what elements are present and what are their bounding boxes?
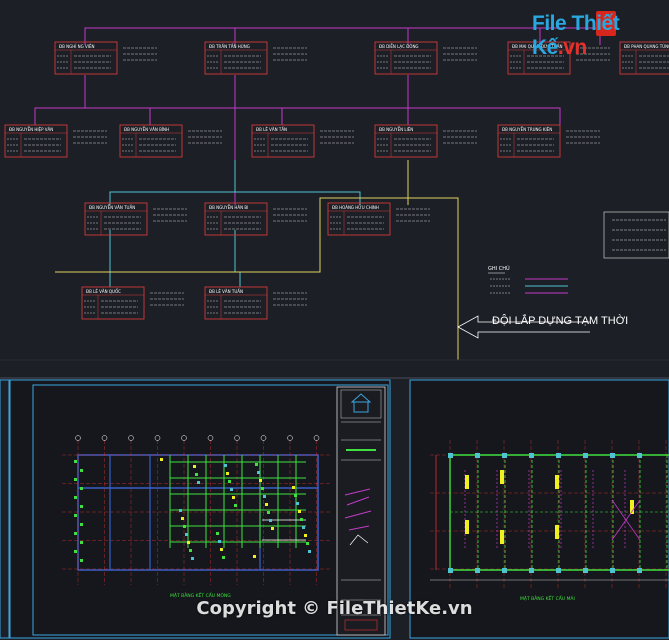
org-box-label: ĐB PHAN QUANG TÙNG [624,44,669,49]
org-box: ĐB NGUYỄN HIỆP VĂN [4,124,107,158]
org-chart-boxes: ĐB NGHỈ NG VIÊN ĐB TRẦN TẤN HÙNG ĐB DIỄN L… [4,41,669,320]
org-box-label: ĐB HOÀNG HỮU CHINH [332,205,379,210]
legend-panel [603,211,669,259]
org-box-label: ĐB LÊ VĂN QUỐC [86,289,121,294]
title-arrow [457,315,590,339]
org-box: ĐB NGHỈ NG VIÊN [54,41,157,75]
right-sheet-caption: MẶT BẰNG KẾT CẤU MÁI [520,594,575,602]
org-box: ĐB NGUYỄN VĂN BÌNH [119,124,222,158]
org-box: ĐB LÊ VĂN QUỐC [81,286,184,320]
org-box: ĐB PHAN QUANG TÙNG [619,41,669,75]
org-box-label: ĐB NGUYỄN TRUNG KIÊN [502,127,552,132]
org-box-label: ĐB NGHỈ NG VIÊN [59,44,94,49]
org-box: ĐB NGUYỄN TRUNG KIÊN [497,124,600,158]
org-box: ĐB NGUYỄN VĂN TUẤN [84,202,187,236]
foundation-plan-grid [62,435,330,585]
org-box-label: ĐB NGUYỄN VĂN TUẤN [89,205,135,210]
org-box: ĐB TRẦN TẤN HÙNG [204,41,307,75]
left-drawing-sheet[interactable]: MẶT BẰNG KẾT CẤU MÓNG [0,379,391,639]
line-legend: GHI CHÚ [488,265,568,294]
org-box: ĐB NGUYỄN HÂN BI [204,202,307,236]
org-box-label: ĐB NGUYỄN VĂN BÌNH [124,127,169,132]
org-box-label: ĐB TRẦN TẤN HÙNG [209,44,250,49]
watermark-copyright: Copyright © FileThietKe.vn [196,598,473,619]
org-box-label: ĐB NGUYỄN LIÊN [379,127,413,132]
legend-title: GHI CHÚ [488,265,510,272]
org-box-label: ĐB DIỄN LẠC ĐÔNG [379,44,419,49]
watermark-logo-badge [596,11,616,36]
right-drawing-sheet[interactable]: MẶT BẰNG KẾT CẤU MÁI [409,379,669,639]
org-box: ĐB LÊ VĂN TẤN [251,124,354,158]
org-box-label: ĐB MAI QUÂN ĐỨC TUẤN [512,44,563,49]
org-box-label: ĐB NGUYỄN HIỆP VĂN [9,127,53,132]
org-chart-links [34,27,601,360]
left-sheet-caption: MẶT BẰNG KẾT CẤU MÓNG [170,591,231,599]
org-box: ĐB DIỄN LẠC ĐÔNG [374,41,477,75]
org-box-label: ĐB NGUYỄN HÂN BI [209,205,248,210]
org-box: ĐB LÊ VĂN TUẤN [204,286,307,320]
org-box: ĐB MAI QUÂN ĐỨC TUẤN [507,41,610,75]
org-chart-title: ĐỘI LẮP DỰNG TẠM THỜI [492,315,629,327]
roof-plan-grid [430,440,669,590]
org-box: ĐB NGUYỄN LIÊN [374,124,477,158]
watermark-logo: File Thiết Kế.vn [532,12,620,59]
org-box-label: ĐB LÊ VĂN TẤN [256,127,287,132]
org-box-label: ĐB LÊ VĂN TUẤN [209,289,243,294]
org-box: ĐB HOÀNG HỮU CHINH [327,202,430,236]
